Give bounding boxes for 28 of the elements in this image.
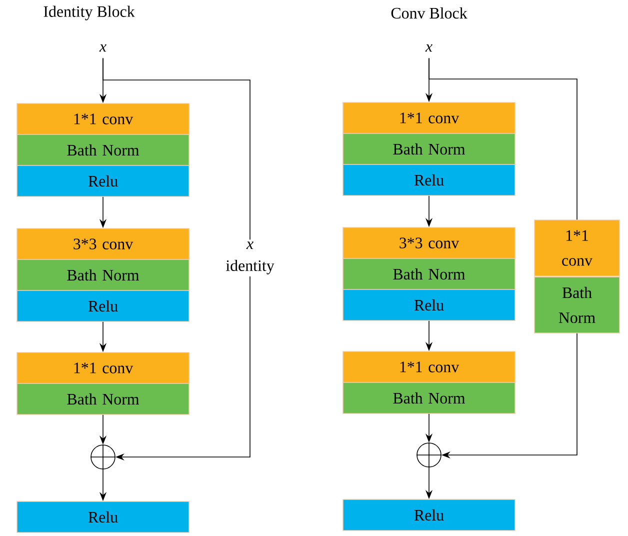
layer-box: Bath Norm xyxy=(534,276,620,334)
layer-box: Relu xyxy=(16,165,190,197)
layer-box: 3*3 conv xyxy=(16,228,190,260)
layer-box: 3*3 conv xyxy=(342,227,516,259)
layer-box: Relu xyxy=(342,289,516,321)
layer-box: Bath Norm xyxy=(342,258,516,290)
layer-box: Bath Norm xyxy=(16,383,190,415)
layer-box: 1*1 conv xyxy=(16,103,190,135)
input-label: x xyxy=(425,44,432,52)
layer-box: 1*1 conv xyxy=(342,102,516,134)
layer-box: Relu xyxy=(342,499,516,531)
layer-box: Relu xyxy=(16,290,190,322)
block-title: Conv Block xyxy=(391,7,468,19)
sum-symbol xyxy=(90,444,116,470)
block-title: Identity Block xyxy=(44,6,135,20)
layer-box: Relu xyxy=(342,164,516,196)
arrow xyxy=(102,58,250,461)
layer-box: Relu xyxy=(16,501,190,533)
edge-label: x identity xyxy=(220,240,280,276)
layer-box: 1*1 conv xyxy=(534,220,620,276)
layer-box: 1*1 conv xyxy=(16,352,190,384)
layer-box: Bath Norm xyxy=(16,134,190,166)
sum-symbol xyxy=(416,442,442,468)
layer-box: Bath Norm xyxy=(16,259,190,291)
input-label: x xyxy=(99,44,106,52)
layer-box: Bath Norm xyxy=(342,382,516,414)
layer-box: Bath Norm xyxy=(342,133,516,165)
layer-box: 1*1 conv xyxy=(342,351,516,383)
